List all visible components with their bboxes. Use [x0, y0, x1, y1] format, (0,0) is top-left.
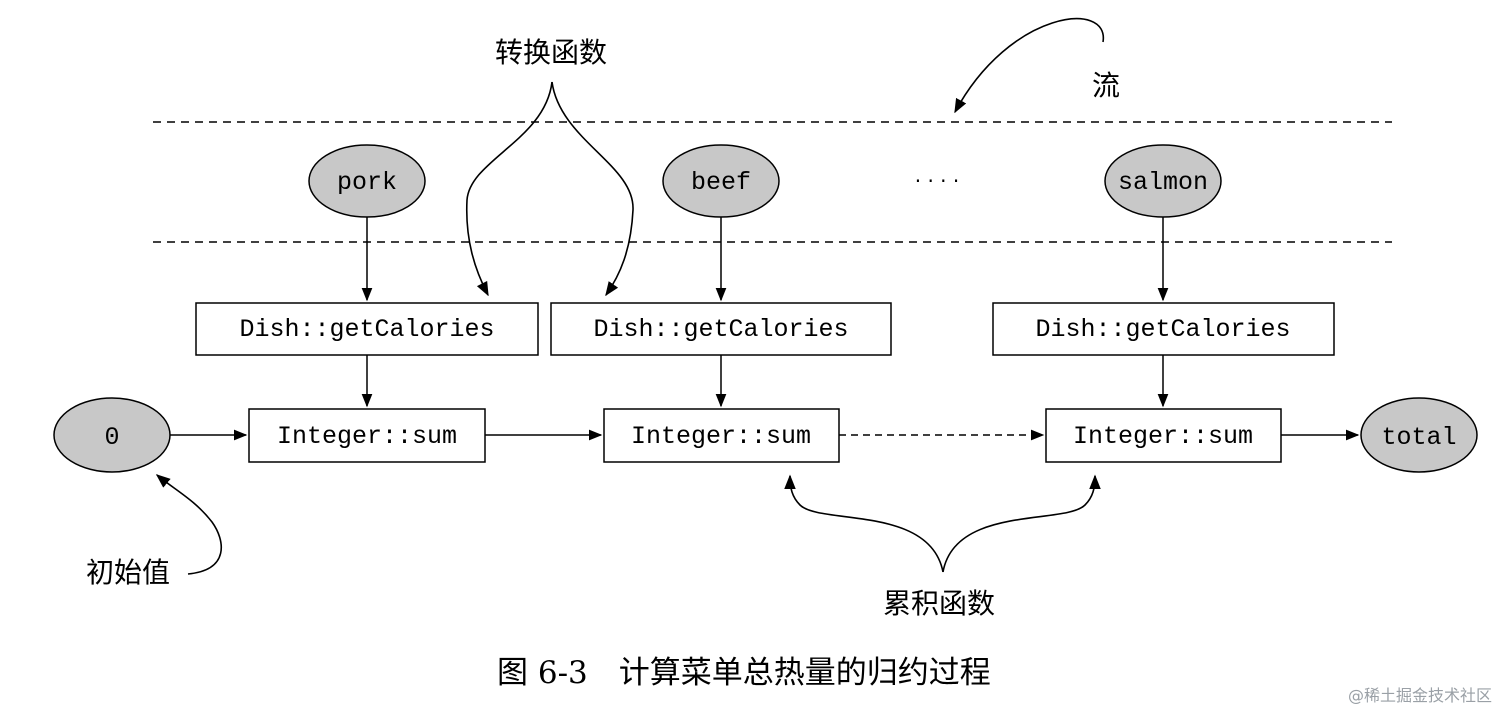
figure-caption: 图 6-3 计算菜单总热量的归约过程 — [497, 655, 991, 691]
map-function-3-label: Dish::getCalories — [1035, 315, 1290, 344]
transform-fn-label: 转换函数 — [495, 36, 607, 69]
accumulator-fn-arrow-right — [942, 474, 1101, 573]
map-function-1-label: Dish::getCalories — [239, 315, 494, 344]
initial-value-caption: 初始值 — [86, 556, 170, 589]
total-label: total — [1381, 423, 1456, 452]
stream-ellipsis: · · · · — [915, 169, 960, 193]
initial-value-arrow — [155, 474, 223, 575]
stream-item-pork-label: pork — [337, 168, 397, 197]
stream-item-salmon-label: salmon — [1118, 168, 1208, 197]
accumulator-fn-label: 累积函数 — [883, 587, 995, 620]
transform-fn-arrow-right — [551, 81, 634, 297]
sum-function-3-label: Integer::sum — [1073, 422, 1253, 451]
map-function-box-1: Dish::getCalories — [195, 302, 539, 356]
initial-value-node: 0 — [53, 397, 171, 473]
map-function-box-2: Dish::getCalories — [550, 302, 892, 356]
initial-value-label: 0 — [104, 423, 119, 452]
sum-function-2-label: Integer::sum — [631, 422, 811, 451]
watermark: @稀土掘金技术社区 — [1348, 686, 1492, 705]
sum-function-box-1: Integer::sum — [248, 408, 486, 463]
stream-item-pork: pork — [308, 144, 426, 218]
total-node: total — [1360, 397, 1478, 473]
stream-label: 流 — [1092, 69, 1120, 102]
transform-fn-arrow-left — [465, 81, 553, 297]
stream-label-arrow — [954, 17, 1104, 114]
accumulator-fn-arrow-left — [784, 474, 944, 573]
sum-function-box-2: Integer::sum — [603, 408, 840, 463]
stream-item-beef: beef — [662, 144, 780, 218]
stream-item-beef-label: beef — [691, 168, 751, 197]
sum-function-box-3: Integer::sum — [1045, 408, 1282, 463]
map-function-2-label: Dish::getCalories — [593, 315, 848, 344]
sum-function-1-label: Integer::sum — [277, 422, 457, 451]
map-function-box-3: Dish::getCalories — [992, 302, 1335, 356]
stream-item-salmon: salmon — [1104, 144, 1222, 218]
